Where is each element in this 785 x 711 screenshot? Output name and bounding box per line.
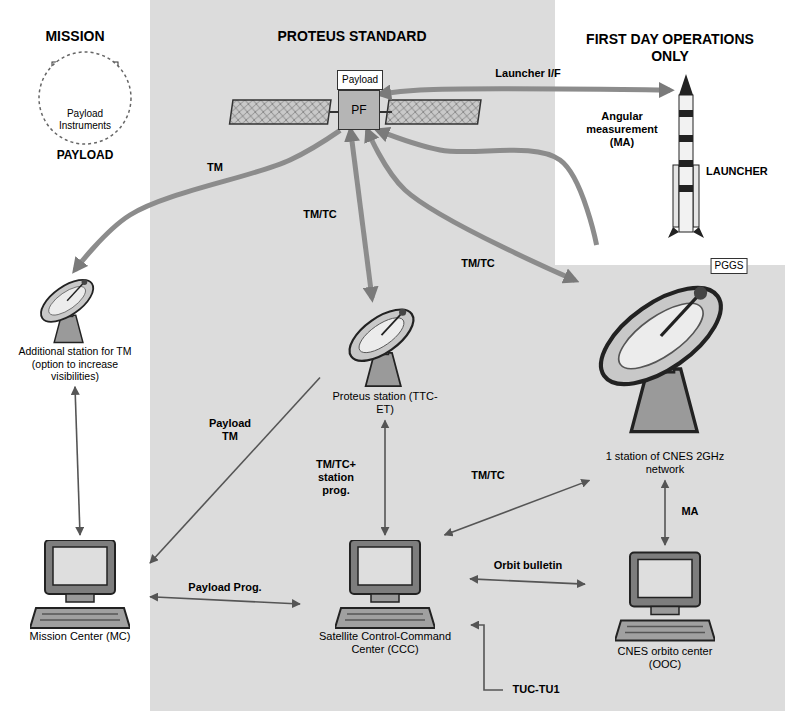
flow-label: TM/TC (303, 208, 337, 221)
data-flow-arrow (384, 420, 386, 535)
data-flow-arrow (150, 597, 300, 604)
station-node: Proteus station (TTC-ET) (320, 298, 450, 420)
node-label: Additional station for TM (option to inc… (15, 345, 135, 383)
node-label: Payload Instruments (49, 108, 121, 132)
station-node: Mission Center (MC) (10, 535, 150, 647)
proteus-region (150, 0, 785, 711)
instrument-circle: Payload InstrumentsPAYLOAD (20, 50, 150, 166)
region-heading: PROTEUS STANDARD (277, 28, 426, 45)
flow-label: Angular measurement (MA) (576, 110, 668, 150)
link-arrow (378, 130, 597, 245)
data-flow-arrow (470, 579, 585, 584)
node-label: Satellite Control-Command Center (CCC) (310, 630, 460, 656)
data-flow-arrow (664, 480, 666, 545)
region-heading: MISSION (45, 28, 104, 45)
launcher-rocket (668, 74, 704, 238)
station-dish (585, 269, 736, 431)
tag-label: TUC-TU1 (512, 683, 559, 696)
flow-label: Orbit bulletin (494, 559, 562, 572)
satellite-box: PF (338, 90, 380, 130)
instrument-circle-outline (20, 50, 150, 146)
station-node: 1 station of CNES 2GHz network (575, 245, 755, 480)
node-label: Payload (342, 74, 378, 86)
flow-label: TM (207, 161, 223, 174)
computer-icon (30, 540, 130, 628)
node-label: LAUNCHER (706, 165, 780, 178)
flow-label: TM/TC (461, 257, 495, 270)
flow-label: MA (681, 505, 698, 518)
flow-label: Payload TM (203, 417, 258, 443)
satellite-box: Payload (337, 70, 383, 90)
flow-label: Payload Prog. (188, 581, 261, 594)
node-label: 1 station of CNES 2GHz network (600, 450, 730, 476)
flow-label: Launcher I/F (495, 67, 560, 80)
data-flow-arrow (150, 378, 320, 564)
station-dish (34, 272, 100, 343)
node-label: PF (339, 103, 379, 117)
node-label: CNES orbito center (OOC) (605, 645, 725, 671)
region-heading: FIRST DAY OPERATIONS ONLY (585, 31, 755, 65)
instrument-circle-outline (39, 52, 131, 144)
tag-label: PGGS (711, 258, 748, 274)
flow-label: TM/TC+ station prog. (306, 458, 366, 498)
station-node: LAUNCHER (670, 70, 780, 182)
link-arrow (75, 130, 340, 270)
group-heading: PAYLOAD (20, 148, 150, 162)
station-node: Additional station for TM (option to inc… (10, 270, 140, 387)
data-flow-arrow (445, 480, 590, 535)
station-node: CNES orbito center (OOC) (585, 545, 745, 675)
node-label: Mission Center (MC) (25, 630, 135, 643)
link-arrow (380, 89, 670, 94)
station-dish (341, 300, 422, 387)
input-arrow (471, 625, 503, 690)
computer-icon (335, 540, 435, 628)
computer-icon (615, 553, 715, 641)
flow-label: TM/TC (471, 469, 505, 482)
node-label: Proteus station (TTC-ET) (330, 390, 440, 416)
data-flow-arrow (75, 387, 80, 535)
station-node: Satellite Control-Command Center (CCC) (300, 535, 470, 660)
link-arrow (351, 130, 372, 298)
